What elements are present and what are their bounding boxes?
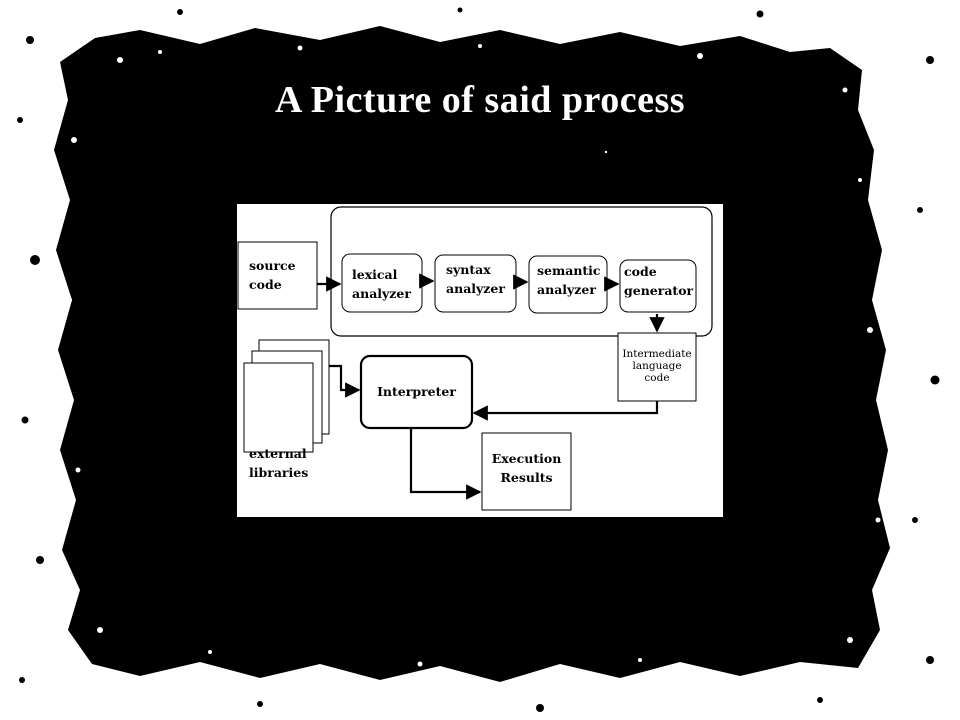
syntax-analyzer-label: syntax analyzer (446, 262, 505, 296)
source-code-box (237, 241, 318, 310)
interpreter-box (359, 354, 474, 430)
source-code-label: source code (249, 258, 296, 292)
code-generator-label: code generator (624, 264, 694, 298)
arrow-interpreter-to-results (409, 428, 482, 500)
compiler-process-diagram: source code lexical analyzer syntax anal… (237, 204, 723, 517)
arrow-libraries-to-interpreter (329, 364, 361, 398)
slide-title: A Picture of said process (274, 79, 686, 121)
compiler-group-frame (330, 206, 713, 337)
intermediate-code-box (617, 332, 697, 402)
external-libraries-stack (243, 339, 330, 453)
execution-results-box (481, 432, 572, 511)
intermediate-code-label: Intermediate language code (622, 348, 692, 384)
lexical-analyzer-label: lexical analyzer (352, 267, 411, 301)
code-generator-box (619, 259, 697, 313)
semantic-analyzer-label: semantic analyzer (537, 263, 601, 297)
execution-results-label: Execution Results (491, 451, 562, 485)
arrow-intermediate-to-interpreter (472, 401, 659, 421)
external-libraries-label: external libraries (249, 446, 309, 480)
interpreter-label: Interpreter (377, 384, 456, 399)
